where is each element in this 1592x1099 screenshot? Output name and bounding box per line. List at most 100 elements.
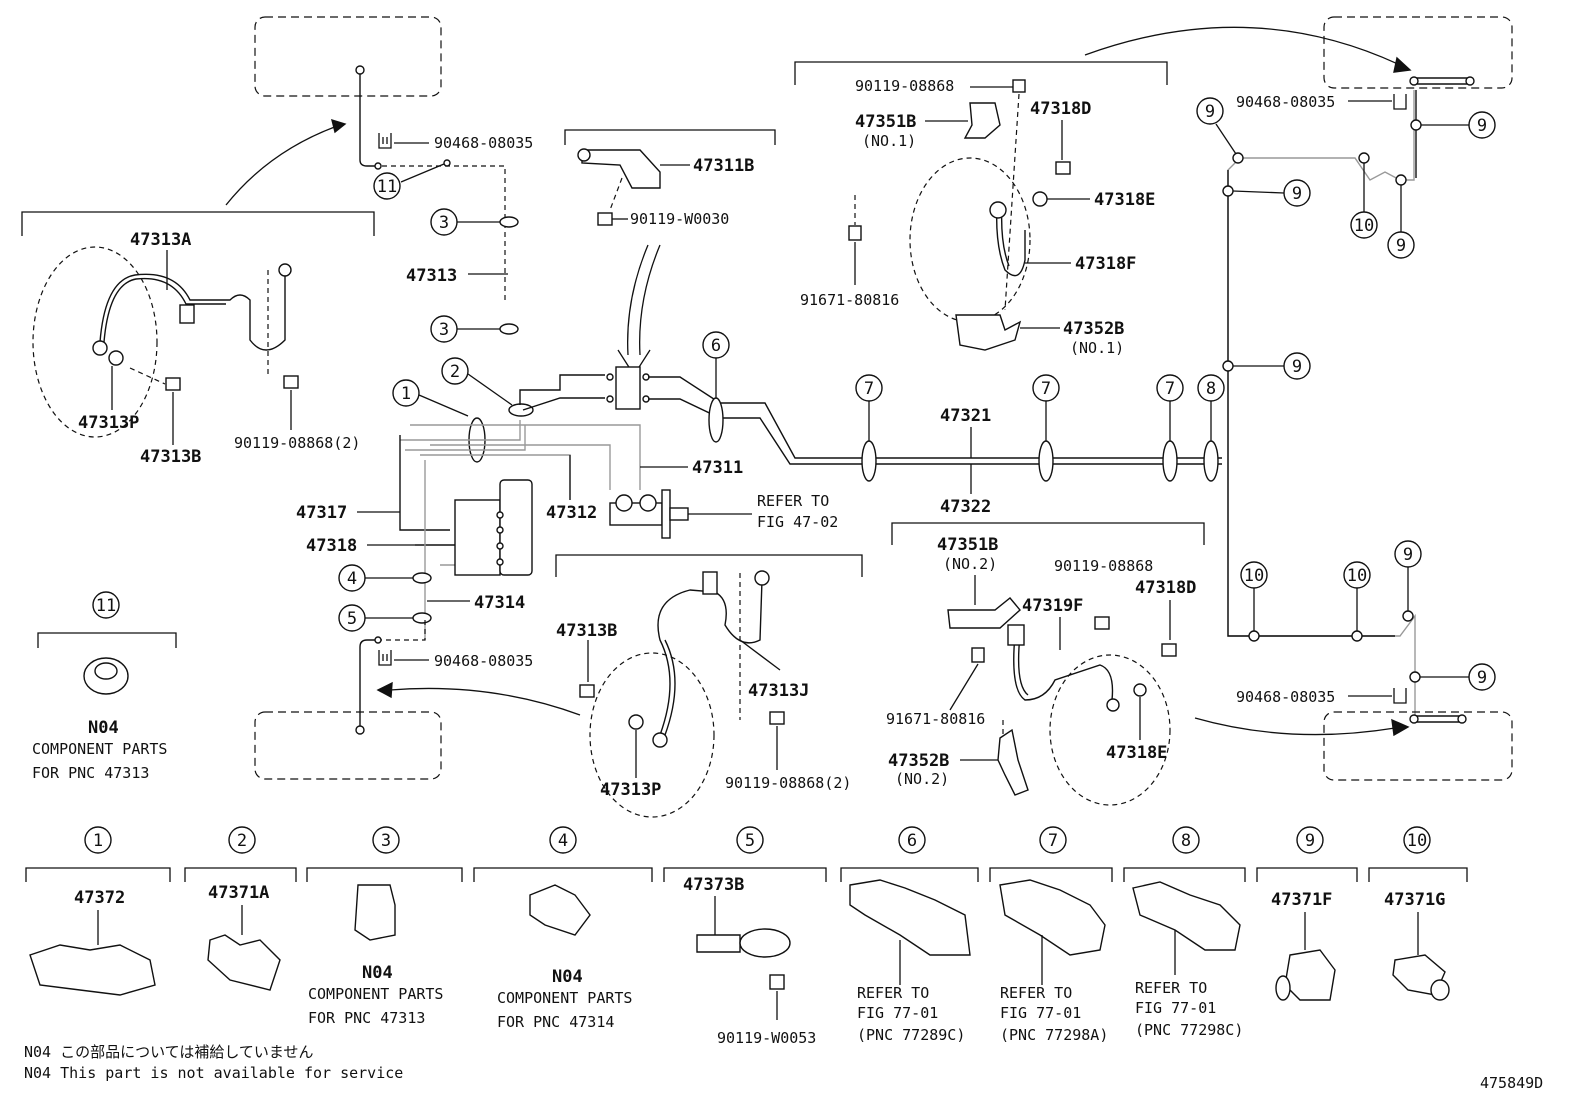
bracket-3	[306, 867, 463, 882]
callout-9-bottom: 9	[1305, 831, 1315, 851]
detail-circle-47313J	[589, 652, 715, 818]
bracket-47372	[25, 867, 171, 882]
label-47318E-top: 47318E	[1094, 190, 1155, 210]
label-47372: 47372	[74, 888, 125, 908]
label-90119-08868-mid: 90119-08868	[1054, 557, 1153, 575]
clamp-5	[412, 612, 432, 624]
callout-11-b: 11	[96, 596, 116, 616]
leader-c1	[418, 394, 469, 417]
bottom-part-6: 6 REFER TO FIG 77-01 (PNC 77289C)	[840, 826, 979, 1044]
label-47318E-mid: 47318E	[1106, 743, 1167, 763]
pipe-end-lr-2	[1457, 714, 1467, 724]
rear-tube-bottom	[1227, 470, 1395, 637]
tee-valve	[615, 366, 641, 410]
label-47318F: 47318F	[1075, 254, 1136, 274]
arrowhead-upper-left	[331, 118, 347, 134]
bracket-47351B-no2-part	[947, 597, 1021, 629]
bracket-47311B-part	[581, 149, 661, 189]
label-47318D-mid: 47318D	[1135, 578, 1196, 598]
dash-47313B	[129, 367, 166, 385]
bolt-91671-top	[848, 225, 862, 241]
pipe-end-lr-1	[1409, 714, 1419, 724]
bracket-47313	[179, 304, 195, 324]
callout-2-circle-bottom	[228, 826, 256, 854]
bracket-47313J-part	[702, 571, 718, 595]
bracket-47371A	[184, 867, 297, 882]
label-47311B: 47311B	[693, 156, 754, 176]
label-90468-08035-lr: 90468-08035	[1236, 688, 1335, 706]
callout-11-circle	[373, 172, 401, 200]
callout-10-bottom: 10	[1407, 831, 1427, 851]
tube-47312b	[430, 444, 611, 490]
fitting-47318F	[989, 201, 1007, 219]
bolt-47318D-mid	[1161, 643, 1177, 657]
callout-7-bottom: 7	[1048, 831, 1058, 851]
bottom-part-1: 1 47372	[25, 826, 171, 996]
washer-47313P-lower	[628, 714, 644, 730]
washer-47313P	[108, 350, 124, 366]
label-47371A: 47371A	[208, 883, 269, 903]
arrow-47311B-b	[639, 244, 661, 356]
fitting-47319F	[1007, 624, 1025, 646]
pnc-77289C: (PNC 77289C)	[857, 1026, 965, 1044]
label-47317: 47317	[296, 503, 347, 523]
clip-9-c	[1222, 185, 1234, 197]
clamp-47373B-tab	[696, 934, 741, 953]
n04-label-4: N04	[552, 967, 583, 987]
bracket-47311B-hole	[577, 148, 591, 162]
callout-9-b: 9	[1477, 116, 1487, 136]
callout-9-e: 9	[1292, 357, 1302, 377]
bracket-11	[37, 632, 177, 648]
label-47351B-no2: 47351B	[937, 535, 998, 555]
clamp-8-part	[1132, 881, 1241, 951]
footer-note-en: N04 This part is not available for servi…	[24, 1064, 403, 1082]
callout-11: 11	[377, 177, 397, 197]
master-cylinder-port-2	[639, 494, 657, 512]
label-47318: 47318	[306, 536, 357, 556]
tube-to-valve-a	[519, 374, 605, 405]
leader-c9-a	[1215, 123, 1239, 158]
lower-left-location-box	[254, 711, 442, 780]
label-47313A: 47313A	[130, 230, 191, 250]
bottom-part-4: 4 N04 COMPONENT PARTS FOR PNC 47314	[473, 826, 653, 1031]
fig-47-02: FIG 47-02	[757, 513, 838, 531]
callout-9-c: 9	[1292, 184, 1302, 204]
bracket-47352B-no2	[997, 728, 1029, 796]
clip-90468-icon-lower	[378, 650, 392, 666]
callout-5: 5	[347, 609, 357, 629]
callout-8: 8	[1206, 379, 1216, 399]
label-90119-08868-top: 90119-08868	[855, 77, 954, 95]
label-47321: 47321	[940, 406, 991, 426]
bracket-47351B-no1-part	[963, 102, 1001, 139]
bracket-47313J	[555, 554, 863, 577]
hose-47313J	[657, 579, 763, 736]
clamp-6-part	[849, 879, 971, 956]
banjo-47313J	[652, 732, 668, 748]
clip-10-a	[1358, 152, 1370, 164]
callout-1-circle	[392, 379, 420, 407]
dashed-route-47314	[380, 620, 426, 641]
callout-6: 6	[711, 336, 721, 356]
callout-3-b: 3	[439, 320, 449, 340]
callout-5-bottom: 5	[745, 831, 755, 851]
tee-port-1	[606, 373, 614, 381]
clamp-2	[508, 403, 534, 417]
clip-9-g	[1409, 671, 1421, 683]
pipe-end-ul	[355, 65, 365, 75]
grommet-11-inner	[94, 662, 118, 680]
bracket-47351B-no1	[794, 61, 1168, 85]
label-47319F: 47319F	[1022, 596, 1083, 616]
bracket-6	[840, 867, 979, 882]
bracket-7	[989, 867, 1113, 882]
hose-47313	[99, 270, 286, 351]
pipe-end-ur-1	[1409, 76, 1419, 86]
fitting-47313	[278, 263, 292, 277]
bracket-8	[1123, 867, 1246, 882]
bottom-part-2: 2 47371A	[184, 826, 297, 991]
label-91671-80816-top: 91671-80816	[800, 291, 899, 309]
bolt-91671-mid	[971, 647, 985, 663]
dashed-route-47313	[382, 165, 506, 300]
dash-bolt-w0030	[609, 177, 623, 211]
refer-to-8: REFER TO	[1135, 979, 1207, 997]
callout-2-circle	[441, 357, 469, 385]
